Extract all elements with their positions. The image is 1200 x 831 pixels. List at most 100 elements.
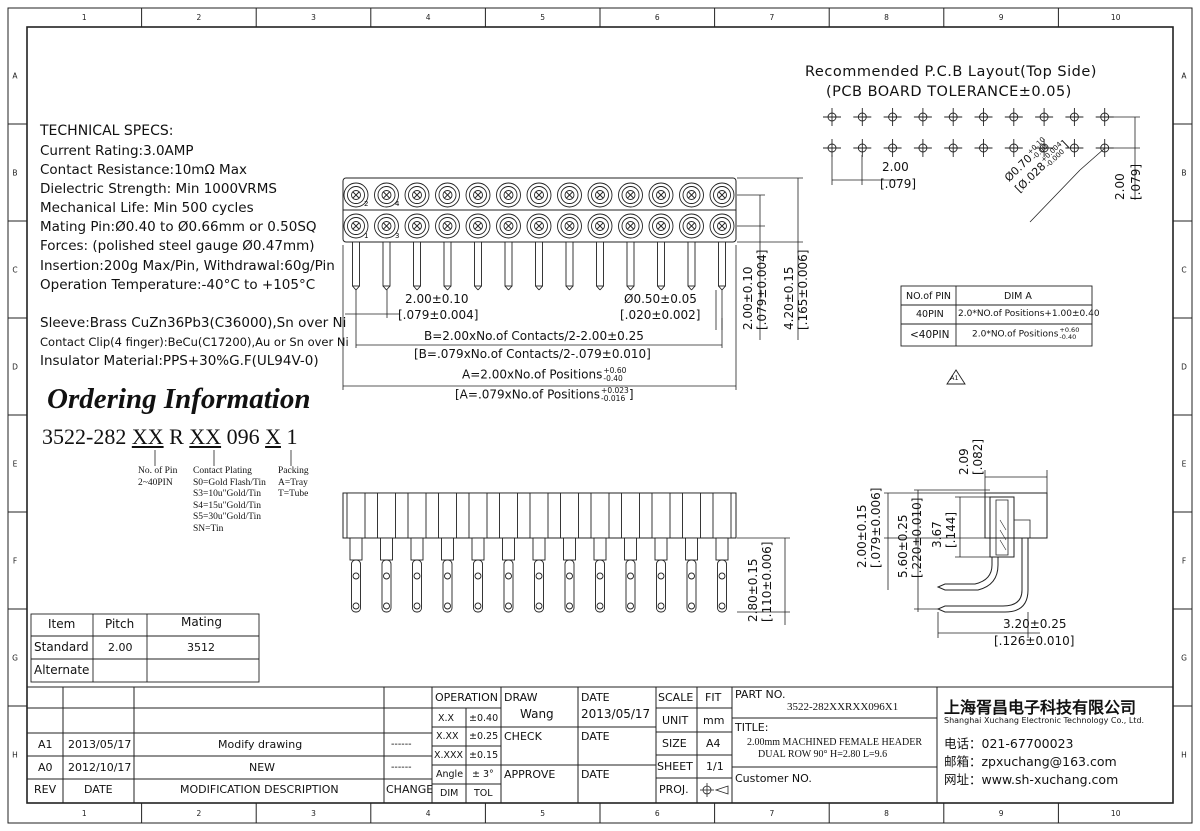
frame-col-label-bottom: 7 [770, 809, 775, 818]
bottom-sleeve [468, 492, 488, 539]
bottom-tail-hole [566, 602, 573, 610]
dim-table-header-dim: DIM A [1004, 291, 1032, 302]
frame-col-label-bottom: 6 [655, 809, 660, 818]
bottom-shoulder [685, 537, 698, 561]
socket-hole [442, 190, 453, 200]
socket-ring [499, 217, 518, 235]
frame-col-label-bottom: 4 [426, 809, 431, 818]
code-pin-count: XX [131, 424, 164, 449]
customer-label: Customer NO. [735, 772, 812, 785]
socket-ring [530, 217, 548, 235]
frame-col-label-top: 7 [770, 13, 775, 22]
socket-outer [679, 182, 704, 208]
bottom-tail-hole [627, 572, 634, 580]
socket-ring [469, 186, 487, 204]
frame-row-label-right: D [1181, 363, 1187, 372]
socket-outer [587, 182, 613, 208]
socket-ring [591, 217, 609, 235]
front-pin [687, 241, 696, 287]
bottom-shoulder [654, 537, 668, 561]
bottom-tail-hole [352, 602, 360, 610]
bottom-tail [442, 559, 453, 613]
front-pin-tip [630, 285, 635, 291]
bottom-tail-hole [688, 602, 695, 610]
ordering-title: Ordering Information [47, 383, 311, 415]
company-en: Shanghai Xuchang Electronic Technology C… [944, 716, 1145, 725]
front-pin [382, 241, 391, 287]
socket-hole [595, 221, 605, 231]
bottom-shoulder [563, 537, 576, 561]
frame-row-label-right: C [1181, 266, 1186, 275]
front-pitch-mm: 2.00±0.10 [405, 292, 469, 306]
tol-label: TOL [474, 788, 493, 799]
front-height-in: [.165±0.006] [796, 249, 810, 331]
front-dim-a-mm-plus: +0.60 [603, 366, 627, 375]
front-pin [565, 241, 574, 287]
socket-mark [627, 222, 634, 230]
bottom-tail-hole [688, 572, 695, 580]
frame-col-label-top: 9 [999, 13, 1004, 22]
socket-outer [618, 182, 643, 208]
pcb-pitch-in: [.079] [880, 177, 917, 191]
front-pin-tip [535, 285, 540, 291]
front-row-pitch-mm: 2.00±0.10 [741, 266, 755, 331]
bottom-tail [717, 559, 727, 613]
series-header-pitch: Pitch [105, 617, 135, 631]
frame-row-label-left: D [12, 363, 18, 372]
socket-outer [587, 213, 613, 239]
socket-hole [503, 221, 514, 231]
ordering-code: 3522-282 XX R XX 096 X 1 [42, 424, 297, 450]
socket-hole [351, 190, 361, 200]
frame-col-label-bottom: 3 [311, 809, 316, 818]
socket-ring [621, 186, 640, 204]
bottom-tail-in: [.110±0.006] [760, 541, 774, 623]
tol-fmt-1: X.X [438, 713, 455, 724]
frame-col-label-top: 5 [540, 13, 545, 22]
socket-outer [526, 182, 552, 208]
code-1: 1 [286, 424, 298, 449]
side-dim-d-mm: 3.67 [930, 521, 944, 548]
socket-mark [383, 222, 390, 230]
socket-hole [656, 221, 666, 231]
bottom-tail [656, 559, 666, 613]
bottom-dims [737, 537, 790, 625]
socket-ring [652, 217, 670, 235]
front-dim-b-in: [B=.079xNo.of Contacts/2-.079±0.010] [414, 347, 651, 361]
socket-ring [438, 186, 457, 204]
pcb-row-pitch-mm: 2.00 [1113, 173, 1127, 200]
bottom-tail-hole [535, 602, 543, 610]
bottom-shoulder [471, 537, 485, 561]
socket-ring [713, 217, 731, 235]
socket-ring [652, 186, 670, 204]
socket-mark [413, 191, 421, 199]
socket-hole [503, 190, 514, 200]
rev-marker-label: A1 [950, 374, 959, 382]
no-of-pin-label: No. of Pin [138, 466, 178, 476]
pin-num-1: 1 [364, 232, 369, 240]
side-dim-c-in: [.220±0.010] [910, 497, 924, 579]
bottom-sleeve [346, 492, 366, 539]
sheet-label: SHEET [657, 760, 693, 773]
front-height: 4.20±0.15 [.165±0.006] [782, 250, 810, 331]
bottom-sleeve [499, 492, 518, 539]
series-row1-item: Standard [34, 640, 89, 654]
socket-mark [474, 191, 482, 199]
socket-hole [381, 190, 392, 200]
bottom-sleeve [377, 492, 396, 539]
change-header: CHANGE [386, 783, 434, 796]
socket-mark [718, 222, 726, 230]
bottom-tail-hole [596, 572, 604, 580]
bottom-tail-hole [505, 572, 512, 580]
bottom-tail-hole [505, 602, 512, 610]
frame-col-label-top: 8 [884, 13, 889, 22]
size-label: SIZE [662, 737, 687, 750]
socket-mark [383, 191, 390, 199]
frame-col-label-top: 2 [197, 13, 202, 22]
bottom-sleeve [590, 492, 610, 539]
rev-header: REV [34, 783, 57, 796]
side-dim-d-in: [.144] [944, 511, 958, 548]
socket-ring [621, 217, 640, 235]
frame-row-label-left: C [12, 266, 17, 275]
socket-mark [688, 222, 695, 230]
socket-hole [412, 221, 422, 231]
